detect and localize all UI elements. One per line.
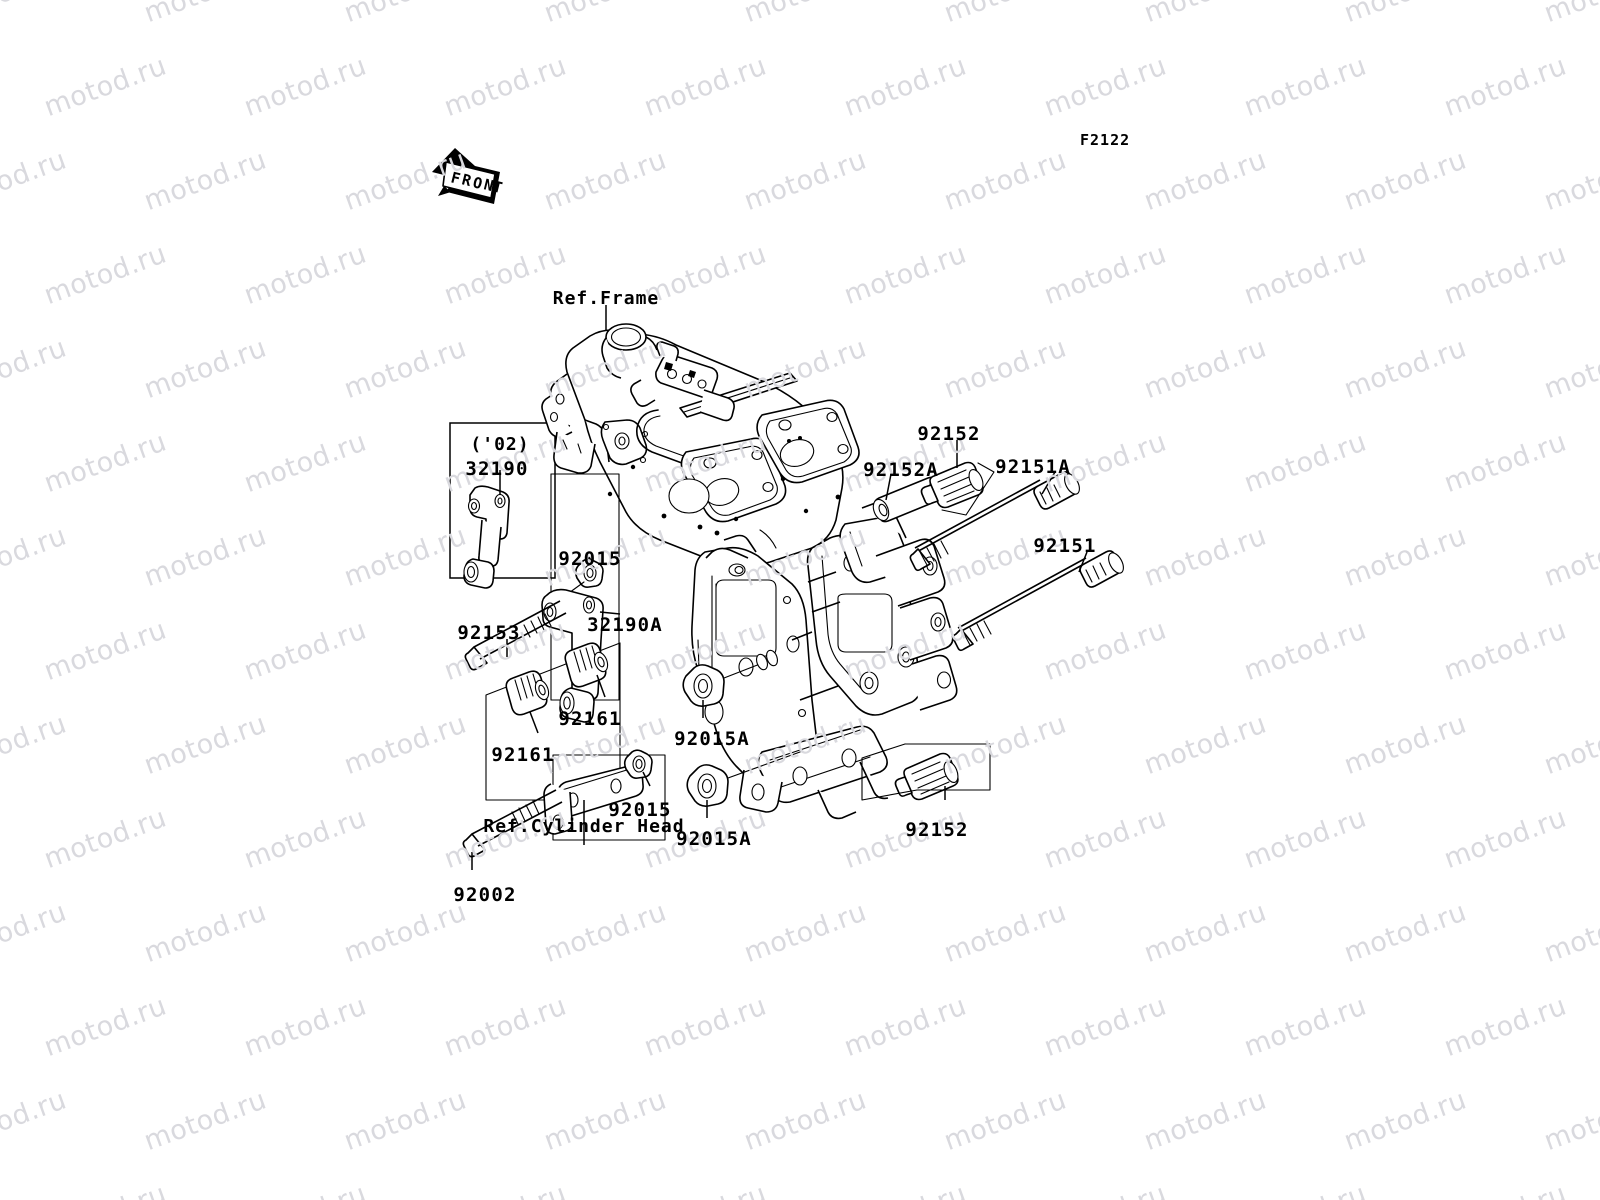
svg-text:O: O bbox=[471, 173, 484, 193]
part-92152-bolt-lower bbox=[861, 743, 991, 801]
part-callout-92152a: 92152A bbox=[863, 459, 939, 481]
part-callout-92015: 92015 bbox=[608, 799, 672, 821]
part-callout-92015a: 92015A bbox=[674, 728, 750, 750]
part-callout-92161: 92161 bbox=[558, 708, 622, 730]
head-recess-right bbox=[756, 399, 860, 484]
part-callout-92002: 92002 bbox=[453, 884, 517, 906]
front-direction-marker: F R O N T bbox=[432, 148, 504, 204]
part-92015A-nut-upper bbox=[682, 649, 778, 718]
part-32190-tie-rod bbox=[463, 485, 510, 589]
part-callout-32190a: 32190A bbox=[587, 614, 663, 636]
part-92152-bolt-upper bbox=[920, 440, 995, 516]
part-92161-bushing-right bbox=[564, 642, 609, 698]
part-92151-through-bolt bbox=[952, 550, 1124, 652]
svg-text:N: N bbox=[482, 175, 495, 195]
diagram-code: F2122 bbox=[1080, 131, 1131, 149]
part-92151A-through-bolt bbox=[909, 471, 1080, 572]
part-callout-92153: 92153 bbox=[457, 622, 521, 644]
part-92161-bushing-left bbox=[505, 670, 550, 734]
part-callout-92152: 92152 bbox=[905, 819, 969, 841]
part-92153-bolt bbox=[464, 600, 567, 671]
label-ref-cylinder-head: Ref.Cylinder Head bbox=[483, 816, 685, 837]
part-callout-92015: 92015 bbox=[558, 548, 622, 570]
frame-assembly bbox=[541, 323, 958, 820]
part-callout-92015a: 92015A bbox=[676, 828, 752, 850]
label-ref-frame: Ref.Frame bbox=[552, 288, 660, 309]
variant-inset-box bbox=[449, 422, 556, 589]
label-variant-note: ('02) bbox=[470, 434, 530, 455]
part-callout-92151: 92151 bbox=[1033, 535, 1097, 557]
part-92015A-nut-lower bbox=[686, 751, 801, 818]
svg-text:T: T bbox=[491, 177, 504, 197]
part-92015-nut-lower bbox=[623, 749, 653, 787]
part-callout-92151a: 92151A bbox=[995, 456, 1071, 478]
part-callout-32190: 32190 bbox=[465, 458, 529, 480]
part-callout-92161: 92161 bbox=[491, 744, 555, 766]
part-92002-bolt bbox=[462, 789, 563, 870]
steering-head bbox=[601, 323, 658, 379]
part-callout-92152: 92152 bbox=[917, 423, 981, 445]
part-92015-nut-upper bbox=[561, 558, 604, 599]
svg-text:F: F bbox=[449, 168, 462, 188]
